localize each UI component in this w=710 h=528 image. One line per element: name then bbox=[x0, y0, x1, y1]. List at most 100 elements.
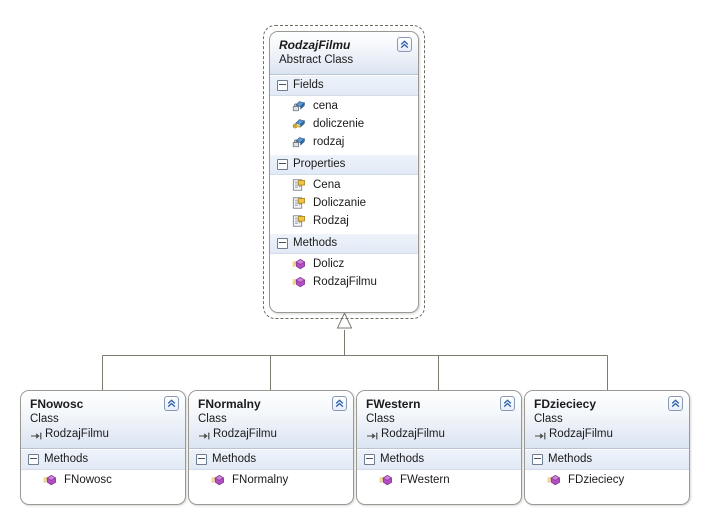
class-stereotype: Abstract Class bbox=[279, 54, 354, 66]
minus-box-icon[interactable] bbox=[196, 454, 207, 465]
compartment-label: Properties bbox=[293, 158, 346, 170]
method-icon bbox=[211, 474, 225, 486]
member-name: FDzieciecy bbox=[568, 474, 625, 486]
member-row[interactable]: FNormalny bbox=[189, 471, 353, 489]
property-icon bbox=[292, 214, 306, 228]
class-stereotype: Class bbox=[534, 413, 563, 425]
base-class-name: RodzajFilmu bbox=[45, 428, 109, 440]
base-class-row: RodzajFilmu bbox=[198, 427, 345, 442]
minus-box-icon[interactable] bbox=[277, 159, 288, 170]
minus-box-icon[interactable] bbox=[277, 238, 288, 249]
property-icon bbox=[292, 196, 306, 210]
class-header: RodzajFilmu Abstract Class bbox=[270, 32, 418, 75]
compartment-label: Methods bbox=[212, 453, 257, 465]
member-row[interactable]: Rodzaj bbox=[270, 212, 418, 230]
member-row[interactable]: cena bbox=[270, 97, 418, 115]
chevron-double-up-glyph bbox=[335, 399, 344, 408]
chevron-double-up-icon[interactable] bbox=[397, 37, 412, 52]
member-name: rodzaj bbox=[313, 136, 345, 148]
inheritance-arrow-icon bbox=[535, 432, 546, 439]
chevron-double-up-icon[interactable] bbox=[500, 396, 515, 411]
member-row[interactable]: RodzajFilmu bbox=[270, 273, 418, 291]
inheritance-arrow-icon bbox=[198, 429, 210, 441]
base-class-name: RodzajFilmu bbox=[381, 428, 445, 440]
inheritance-arrow-icon bbox=[199, 432, 210, 439]
method-icon bbox=[43, 473, 57, 487]
compartment-header-properties[interactable]: Properties bbox=[270, 154, 418, 175]
member-list: FWestern bbox=[357, 470, 521, 492]
class-title: FDzieciecy bbox=[534, 397, 597, 411]
minus-box-icon[interactable] bbox=[277, 80, 288, 91]
compartment-label: Methods bbox=[548, 453, 593, 465]
compartment-label: Methods bbox=[380, 453, 425, 465]
compartment-header-methods[interactable]: Methods bbox=[525, 449, 689, 470]
protected-field-icon bbox=[292, 117, 306, 131]
method-icon bbox=[547, 474, 561, 486]
member-list: FNormalny bbox=[189, 470, 353, 492]
chevron-double-up-glyph bbox=[503, 399, 512, 408]
method-icon bbox=[43, 474, 57, 486]
member-row[interactable]: FNowosc bbox=[21, 471, 185, 489]
base-class-row: RodzajFilmu bbox=[534, 427, 681, 442]
class-title: FNormalny bbox=[198, 397, 261, 411]
member-name: Doliczanie bbox=[313, 197, 367, 209]
base-class-name: RodzajFilmu bbox=[549, 428, 613, 440]
protected-field-icon bbox=[292, 119, 306, 129]
property-icon bbox=[292, 215, 305, 227]
compartment-header-methods[interactable]: Methods bbox=[270, 233, 418, 254]
member-row[interactable]: Cena bbox=[270, 176, 418, 194]
member-row[interactable]: FDzieciecy bbox=[525, 471, 689, 489]
minus-box-icon[interactable] bbox=[28, 454, 39, 465]
member-row[interactable]: Doliczanie bbox=[270, 194, 418, 212]
compartment-header-methods[interactable]: Methods bbox=[357, 449, 521, 470]
minus-box-icon[interactable] bbox=[364, 454, 375, 465]
private-field-icon bbox=[292, 135, 306, 149]
member-name: FNowosc bbox=[64, 474, 112, 486]
method-icon bbox=[211, 473, 225, 487]
method-icon bbox=[292, 257, 306, 271]
member-name: Dolicz bbox=[313, 258, 345, 270]
class-title: RodzajFilmu bbox=[279, 38, 351, 52]
private-field-icon bbox=[292, 101, 306, 112]
chevron-double-up-icon[interactable] bbox=[332, 396, 347, 411]
member-name: FNormalny bbox=[232, 474, 289, 486]
compartment-label: Methods bbox=[44, 453, 89, 465]
method-icon bbox=[292, 258, 306, 270]
member-row[interactable]: FWestern bbox=[357, 471, 521, 489]
chevron-double-up-glyph bbox=[167, 399, 176, 408]
chevron-double-up-icon[interactable] bbox=[668, 396, 683, 411]
chevron-double-up-icon[interactable] bbox=[164, 396, 179, 411]
class-stereotype: Class bbox=[198, 413, 227, 425]
compartment-header-methods[interactable]: Methods bbox=[189, 449, 353, 470]
member-row[interactable]: Dolicz bbox=[270, 255, 418, 273]
compartment-header-methods[interactable]: Methods bbox=[21, 449, 185, 470]
private-field-icon bbox=[292, 137, 306, 148]
compartment-header-fields[interactable]: Fields bbox=[270, 75, 418, 96]
compartment-label: Fields bbox=[293, 79, 324, 91]
property-icon bbox=[292, 179, 305, 191]
member-row[interactable]: rodzaj bbox=[270, 133, 418, 151]
selection-outline bbox=[263, 25, 425, 319]
member-row[interactable]: doliczenie bbox=[270, 115, 418, 133]
base-class-row: RodzajFilmu bbox=[30, 427, 177, 442]
minus-box-icon[interactable] bbox=[532, 454, 543, 465]
inheritance-arrow-icon bbox=[31, 432, 42, 439]
method-icon bbox=[292, 276, 306, 288]
method-icon bbox=[292, 275, 306, 289]
class-stereotype: Class bbox=[366, 413, 395, 425]
method-icon bbox=[379, 474, 393, 486]
base-class-name: RodzajFilmu bbox=[213, 428, 277, 440]
